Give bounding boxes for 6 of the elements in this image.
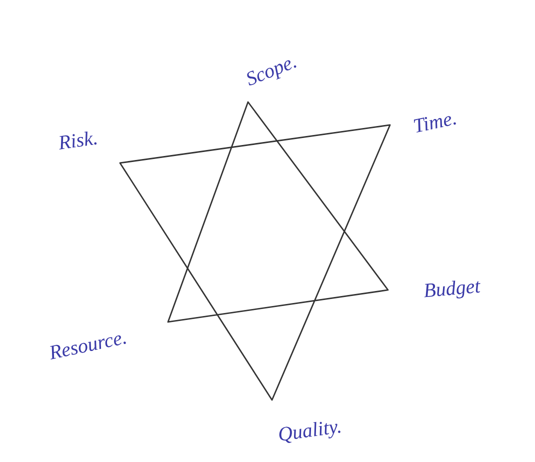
vertex-label: Time. xyxy=(414,116,456,133)
vertex-label: Scope. xyxy=(247,60,296,86)
vertex-label: Quality. xyxy=(279,422,340,443)
vertex-label: Resource. xyxy=(50,335,126,360)
vertex-label: Risk. xyxy=(59,132,97,150)
vertex-label: Budget xyxy=(424,280,480,298)
